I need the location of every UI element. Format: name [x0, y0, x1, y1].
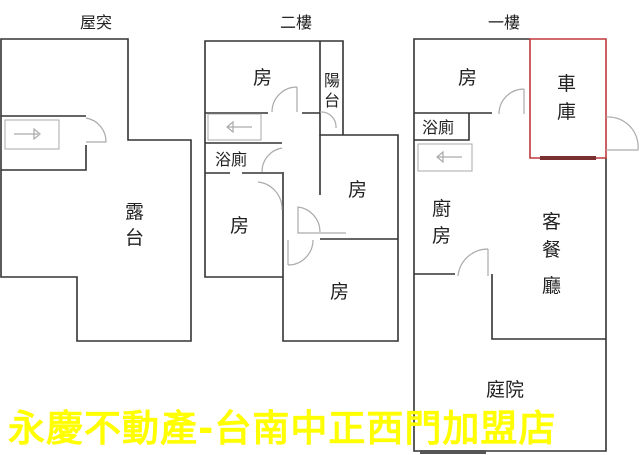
- door-icon: [271, 86, 298, 113]
- stair-icon: [4, 119, 60, 150]
- kitchen-label-2: 房: [432, 225, 451, 247]
- living-label: 客: [542, 211, 561, 233]
- stair-icon: [417, 143, 473, 172]
- living-label-3: 廳: [542, 275, 561, 297]
- roof-title: 屋突: [80, 13, 112, 32]
- door-icon: [257, 181, 283, 211]
- second-balcony-label-2: 台: [324, 91, 340, 110]
- second-floor-title: 二樓: [280, 13, 312, 32]
- roof-terrace-label-2: 台: [125, 227, 144, 249]
- living-label-2: 餐: [542, 239, 561, 261]
- first-room-label: 房: [458, 67, 477, 89]
- second-floor-plan: 二樓 房 陽 台 浴廁 房 房 房: [204, 13, 399, 342]
- wall: [282, 41, 399, 342]
- watermark-text: 永慶不動產-台南中正西門加盟店: [8, 407, 557, 450]
- door-icon: [319, 111, 337, 129]
- yard-label: 庭院: [486, 379, 524, 401]
- door-icon: [605, 116, 639, 151]
- wall: [413, 38, 607, 452]
- garage-outline: [529, 38, 607, 159]
- garage-label: 車: [557, 73, 576, 95]
- gate-bar: [420, 450, 486, 454]
- second-room-bottom-label: 房: [330, 281, 349, 303]
- stair-icon: [207, 113, 262, 141]
- second-room-left-label: 房: [230, 215, 249, 237]
- second-bath-label: 浴廁: [215, 150, 247, 169]
- first-floor-title: 一樓: [488, 13, 520, 32]
- wall: [1, 145, 87, 171]
- wall: [204, 40, 344, 278]
- wall: [491, 274, 606, 340]
- door-icon: [457, 248, 489, 277]
- garage-door-bar: [540, 156, 596, 160]
- kitchen-label: 廚: [432, 197, 451, 220]
- second-room-top-label: 房: [253, 67, 272, 89]
- wall: [414, 113, 470, 141]
- door-icon: [498, 88, 525, 115]
- door-icon: [85, 117, 107, 143]
- first-floor-plan: 一樓 房 車 庫 浴廁 廚 房 客 餐 廳 庭院: [413, 13, 639, 454]
- second-balcony-label: 陽: [324, 71, 340, 90]
- roof-outline: [0, 38, 192, 342]
- door-icon: [287, 239, 314, 266]
- door-icon: [261, 147, 283, 173]
- roof-plan: 屋突 露 台: [0, 13, 192, 342]
- second-room-right-label: 房: [348, 179, 367, 201]
- garage-label-2: 庫: [557, 101, 576, 123]
- roof-terrace-label: 露: [125, 201, 144, 223]
- first-bath-label: 浴廁: [422, 118, 454, 137]
- door-icon: [297, 206, 346, 234]
